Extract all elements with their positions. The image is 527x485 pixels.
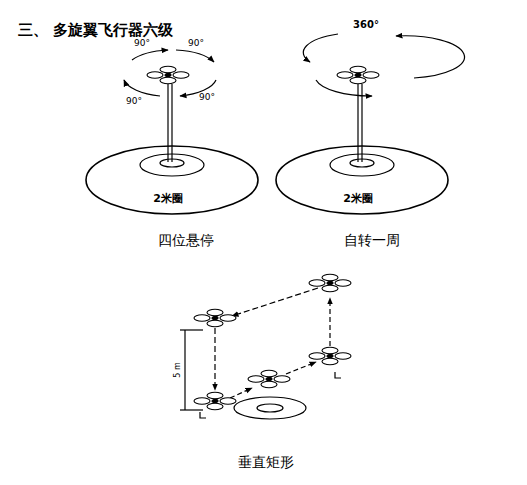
circle-label: 2米圈 bbox=[343, 193, 373, 205]
angle-label: 90° bbox=[188, 39, 204, 49]
angle-label: 90° bbox=[134, 39, 150, 49]
dimension-label: 5 m bbox=[174, 362, 183, 377]
figure-caption: 垂直矩形 bbox=[238, 455, 294, 470]
angle-label: 90° bbox=[126, 97, 142, 107]
circle-label: 2米圈 bbox=[153, 193, 183, 205]
figure-caption: 自转一周 bbox=[344, 233, 400, 248]
angle-label: 90° bbox=[199, 93, 215, 103]
figure-caption: 四位悬停 bbox=[158, 233, 214, 248]
angle-label: 360° bbox=[353, 19, 379, 30]
page-title: 三、 多旋翼飞行器六级 bbox=[18, 22, 173, 39]
